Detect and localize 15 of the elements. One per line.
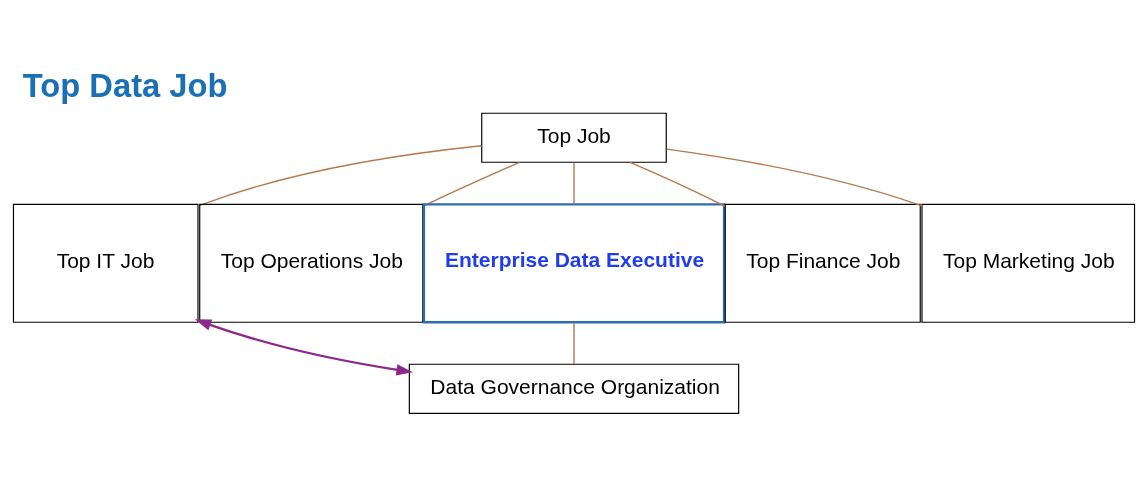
connector	[573, 321, 575, 365]
node-box: Top Operations Job	[199, 203, 424, 323]
node-box: Top Marketing Job	[921, 203, 1136, 323]
connector	[197, 144, 483, 207]
node-box: Top Job	[481, 112, 667, 163]
connector	[629, 161, 726, 207]
connector	[422, 161, 521, 207]
node-box: Top Finance Job	[724, 203, 921, 323]
diagram-title: Top Data Job	[22, 66, 228, 104]
connector	[665, 147, 923, 207]
node-box: Enterprise Data Executive	[422, 202, 726, 323]
node-box: Top IT Job	[12, 203, 199, 323]
node-box: Data Governance Organization	[408, 363, 740, 414]
connector	[573, 161, 575, 205]
arrow	[194, 318, 413, 375]
